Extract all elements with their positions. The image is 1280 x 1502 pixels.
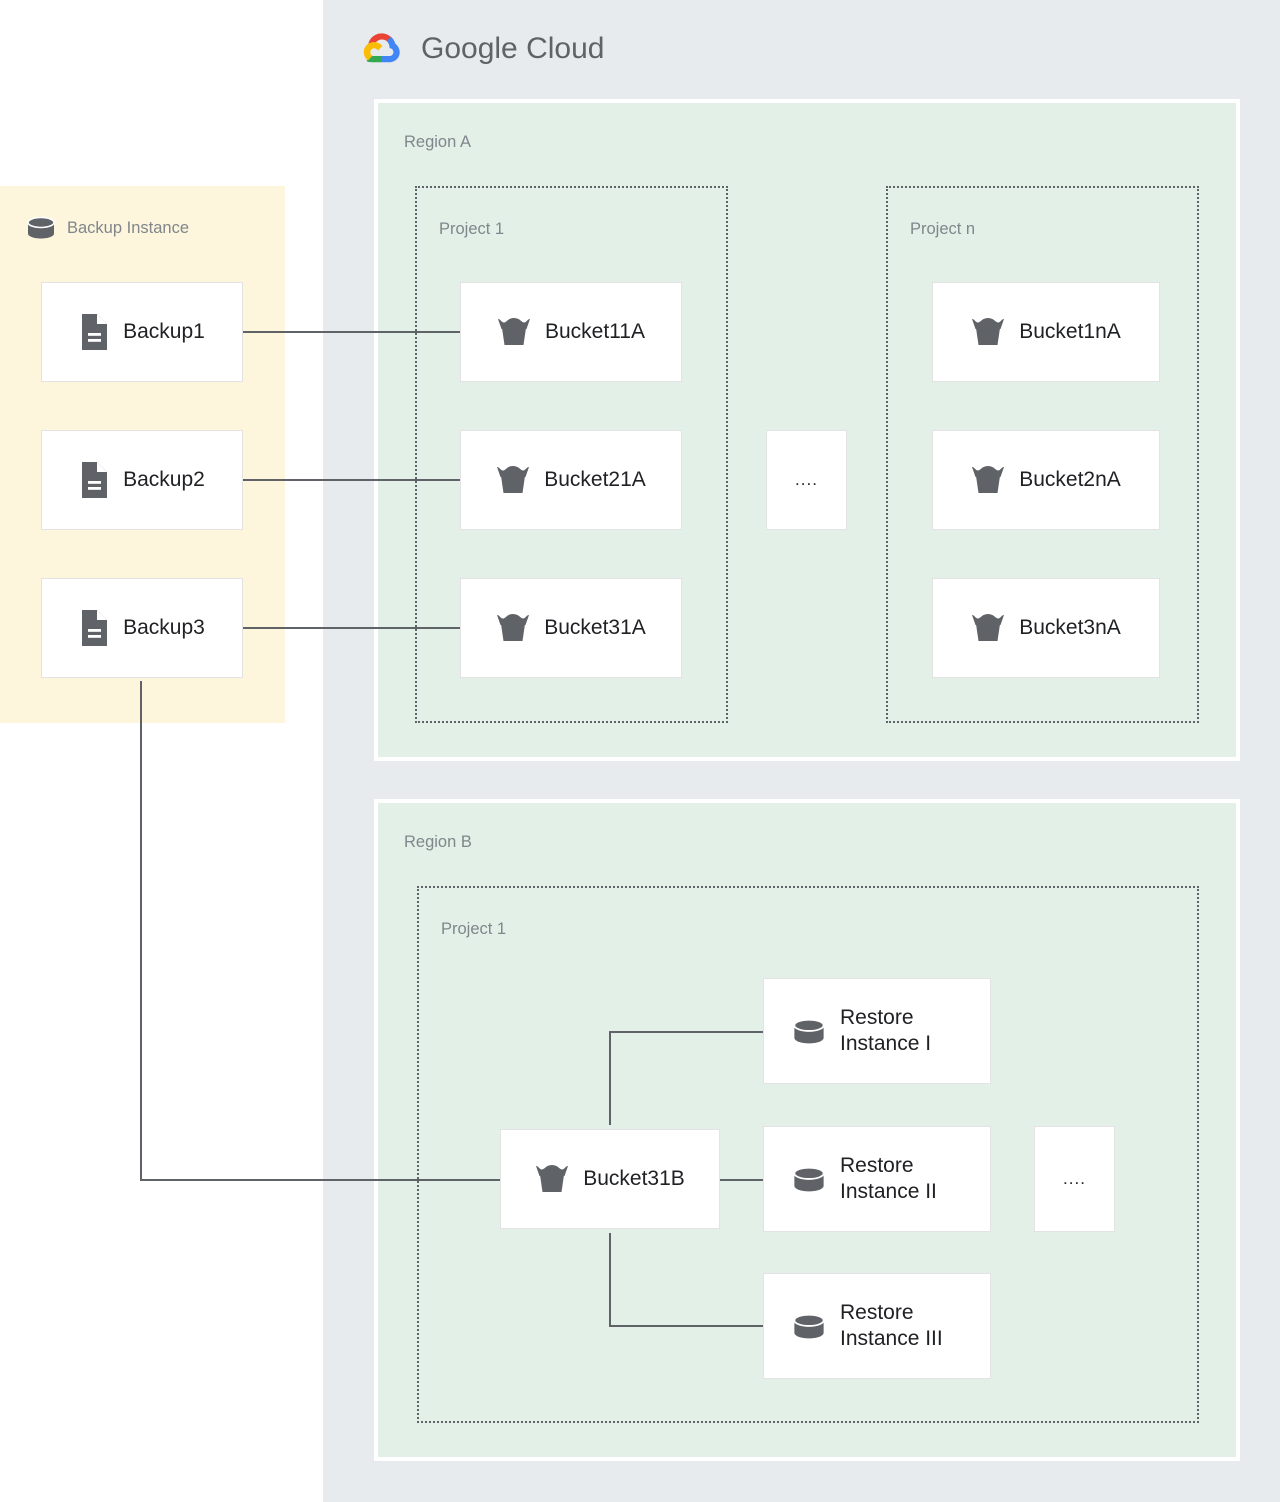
region-b-ellipsis-card: .... bbox=[1034, 1126, 1115, 1232]
bucket1na-card[interactable]: Bucket1nA bbox=[932, 282, 1160, 382]
region-a-ellipsis-label: .... bbox=[795, 469, 818, 489]
bucket31a-label: Bucket31A bbox=[544, 616, 646, 640]
backup1-card[interactable]: Backup1 bbox=[41, 282, 243, 382]
bucket21a-label: Bucket21A bbox=[544, 468, 646, 492]
restore-instance-3-card[interactable]: Restore Instance III bbox=[763, 1273, 991, 1379]
restore-instance-2-card[interactable]: Restore Instance II bbox=[763, 1126, 991, 1232]
backup1-label: Backup1 bbox=[123, 320, 205, 344]
connector-bucket31b-restore2 bbox=[719, 1179, 764, 1181]
bucket31a-card[interactable]: Bucket31A bbox=[460, 578, 682, 678]
bucket31b-label: Bucket31B bbox=[583, 1167, 685, 1191]
restore-instance-3-label: Restore Instance III bbox=[840, 1301, 943, 1350]
database-cylinder-icon bbox=[793, 1166, 825, 1191]
backup2-label: Backup2 bbox=[123, 468, 205, 492]
backup3-label: Backup3 bbox=[123, 616, 205, 640]
bucket21a-card[interactable]: Bucket21A bbox=[460, 430, 682, 530]
bucket11a-label: Bucket11A bbox=[544, 320, 645, 344]
project-n-region-a-label: Project n bbox=[910, 220, 976, 238]
project-1-region-a-box: Project 1 bbox=[415, 186, 728, 723]
document-icon bbox=[82, 314, 108, 350]
storage-bucket-icon bbox=[972, 318, 1005, 345]
connector-bucket31b-restore1-vertical bbox=[609, 1031, 611, 1125]
bucket2na-card[interactable]: Bucket2nA bbox=[932, 430, 1160, 530]
connector-backup3-bucket31b-horizontal bbox=[140, 1179, 501, 1181]
project-1-region-b-box: Project 1 bbox=[417, 886, 1199, 1423]
project-1-region-a-label: Project 1 bbox=[439, 220, 505, 238]
storage-bucket-icon bbox=[497, 614, 530, 641]
brand-word-cloud: Cloud bbox=[526, 32, 605, 65]
storage-bucket-icon bbox=[972, 466, 1005, 493]
connector-backup3-bucket31a bbox=[243, 627, 461, 629]
project-n-region-a-box: Project n bbox=[886, 186, 1199, 723]
storage-bucket-icon bbox=[497, 318, 530, 345]
backup3-card[interactable]: Backup3 bbox=[41, 578, 243, 678]
connector-backup3-bucket31b-vertical bbox=[140, 681, 142, 1181]
bucket3na-card[interactable]: Bucket3nA bbox=[932, 578, 1160, 678]
region-a-label: Region A bbox=[404, 133, 471, 151]
storage-bucket-icon bbox=[972, 614, 1005, 641]
backup-instance-label: Backup Instance bbox=[67, 218, 189, 237]
connector-backup1-bucket11a bbox=[243, 331, 461, 333]
backup2-card[interactable]: Backup2 bbox=[41, 430, 243, 530]
connector-bucket31b-restore1-horizontal bbox=[609, 1031, 764, 1033]
brand-word-google: Google bbox=[421, 32, 518, 65]
bucket31b-card[interactable]: Bucket31B bbox=[500, 1129, 720, 1229]
project-1-region-b-label: Project 1 bbox=[441, 920, 507, 938]
bucket2na-label: Bucket2nA bbox=[1019, 468, 1121, 492]
storage-bucket-icon bbox=[536, 1165, 569, 1192]
restore-instance-2-label: Restore Instance II bbox=[840, 1154, 937, 1203]
storage-bucket-icon bbox=[497, 466, 530, 493]
connector-bucket31b-restore3-vertical bbox=[609, 1233, 611, 1327]
database-cylinder-icon bbox=[27, 216, 55, 239]
document-icon bbox=[82, 610, 108, 646]
bucket3na-label: Bucket3nA bbox=[1019, 616, 1121, 640]
bucket1na-label: Bucket1nA bbox=[1019, 320, 1121, 344]
backup-instance-heading: Backup Instance bbox=[26, 216, 189, 240]
region-b-label: Region B bbox=[404, 833, 472, 851]
google-cloud-brand: Google Cloud bbox=[357, 28, 604, 70]
region-b-ellipsis-label: .... bbox=[1063, 1168, 1086, 1188]
database-cylinder-icon bbox=[793, 1313, 825, 1338]
connector-backup2-bucket21a bbox=[243, 479, 461, 481]
connector-bucket31b-restore3-horizontal bbox=[609, 1325, 764, 1327]
region-a-ellipsis-card: .... bbox=[766, 430, 847, 530]
database-cylinder-icon bbox=[793, 1018, 825, 1043]
bucket11a-card[interactable]: Bucket11A bbox=[460, 282, 682, 382]
document-icon bbox=[82, 462, 108, 498]
restore-instance-1-label: Restore Instance I bbox=[840, 1006, 932, 1055]
google-cloud-logo-icon bbox=[363, 33, 400, 63]
restore-instance-1-card[interactable]: Restore Instance I bbox=[763, 978, 991, 1084]
